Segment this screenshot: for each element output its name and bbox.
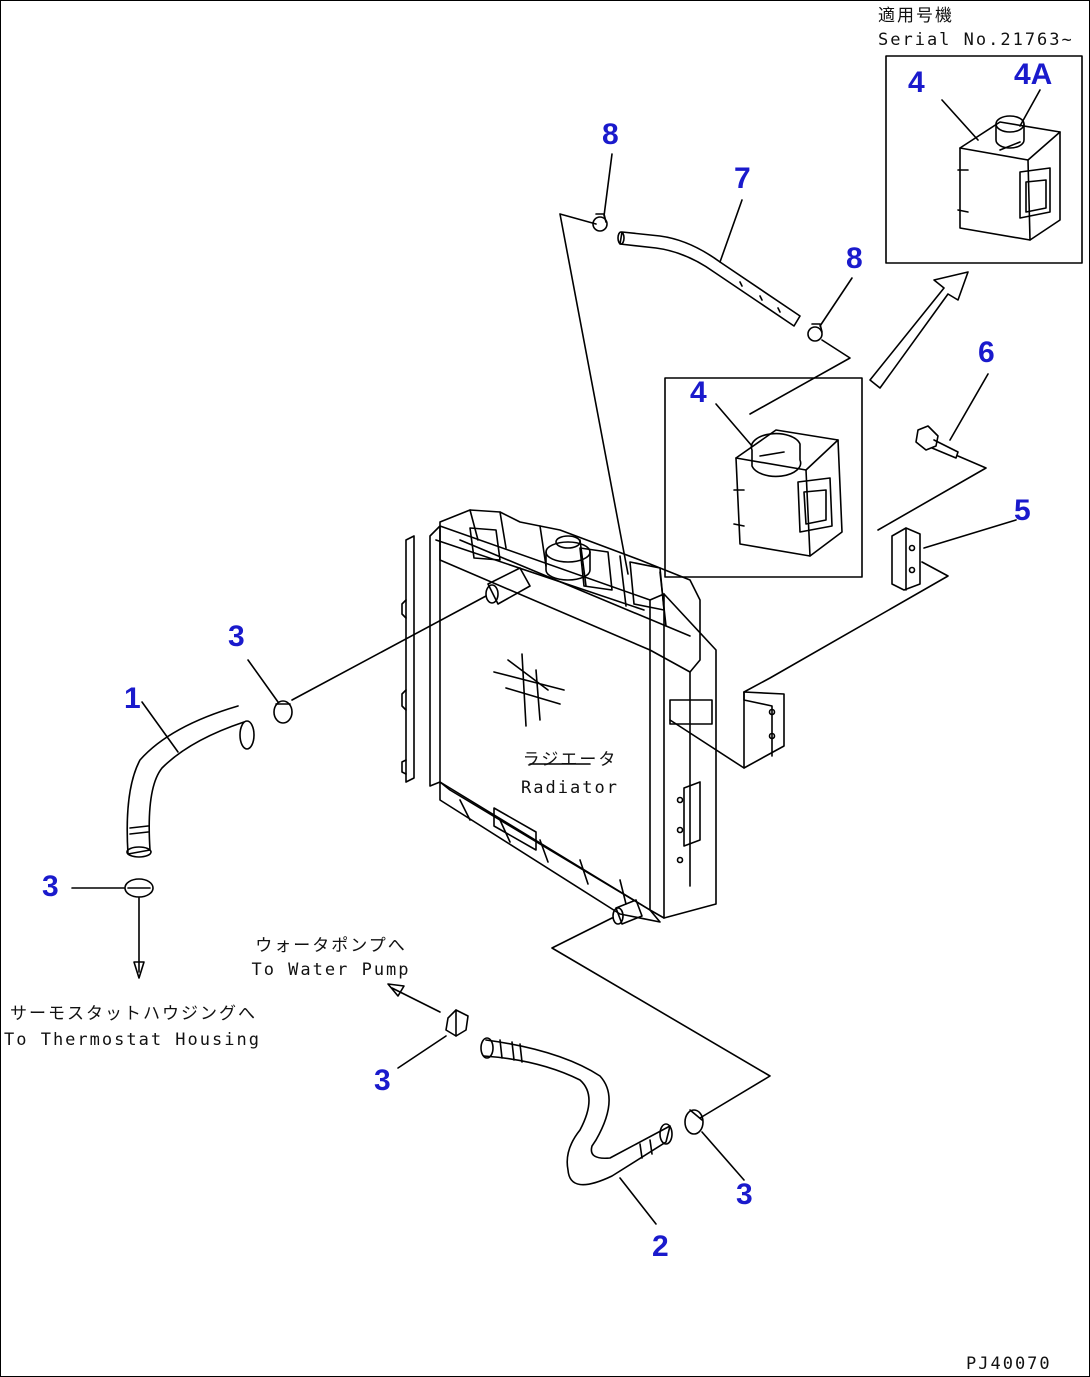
- tank-bracket: [891, 527, 921, 591]
- inset-arrow: [869, 271, 969, 389]
- callout-3-left: 3: [42, 870, 59, 903]
- callout-6: 6: [978, 336, 995, 369]
- leader-1: [141, 701, 179, 753]
- leader-4-mid: [715, 403, 753, 447]
- hose-clamp-8-bottom: [807, 323, 823, 342]
- callout-7: 7: [734, 162, 751, 195]
- phantom-line-bracket: [743, 561, 949, 693]
- overflow-hose: [617, 231, 801, 327]
- leader-3-pump: [397, 1035, 447, 1069]
- lower-hose: [480, 1037, 673, 1186]
- hose-clamp-8-top: [592, 213, 608, 232]
- thermostat-note-jp: サーモスタットハウジングへ: [10, 1004, 257, 1024]
- inset-box-tank: [664, 377, 863, 578]
- radiator-label-jp: ラジエータ: [522, 750, 618, 770]
- radiator: [401, 509, 785, 925]
- callout-8-top: 8: [602, 118, 619, 151]
- callout-4a: 4A: [1014, 58, 1053, 91]
- reservoir-tank: [733, 429, 843, 557]
- leader-8-top: [603, 153, 613, 217]
- callout-4-mid: 4: [690, 376, 707, 409]
- leader-6: [949, 373, 989, 441]
- leader-3-upper: [247, 659, 279, 703]
- inset-box-serial: [885, 55, 1083, 264]
- leader-4a: [1019, 89, 1041, 127]
- leader-5: [923, 519, 1017, 549]
- leader-3-lower-right: [701, 1131, 745, 1181]
- hose-clamp-3-upper: [273, 700, 293, 724]
- hose-clamp-3-lower-right: [684, 1109, 704, 1135]
- callout-3-pump: 3: [374, 1064, 391, 1097]
- water-pump-note-en: To Water Pump: [251, 960, 411, 980]
- mounting-bolt: [915, 425, 959, 459]
- phantom-line-upper: [291, 595, 487, 701]
- phantom-line-hose-radiator: [559, 213, 629, 575]
- callout-8-bottom: 8: [846, 242, 863, 275]
- phantom-line-hose-tank: [749, 339, 851, 415]
- reservoir-tank-new: [957, 115, 1061, 241]
- leader-8-bottom: [819, 277, 853, 327]
- leader-2: [619, 1177, 657, 1225]
- callout-4-inset: 4: [908, 66, 925, 99]
- hose-clamp-3-pump: [445, 1009, 469, 1037]
- radiator-label-en: Radiator: [521, 778, 619, 798]
- upper-hose: [126, 705, 255, 858]
- leader-4-inset: [941, 99, 979, 141]
- hose-clamp-3-lower-left: [124, 878, 154, 898]
- callout-3-upper: 3: [228, 620, 245, 653]
- water-pump-note-jp: ウォータポンプへ: [255, 936, 407, 956]
- thermostat-note-en: To Thermostat Housing: [4, 1030, 261, 1050]
- drawing-code: PJ40070: [966, 1354, 1052, 1374]
- thermostat-arrow: [133, 897, 145, 979]
- serial-note-jp: 適用号機: [878, 6, 954, 26]
- serial-note-en: Serial No.21763~: [878, 30, 1074, 50]
- water-pump-arrow: [387, 983, 441, 1013]
- callout-5: 5: [1014, 494, 1031, 527]
- callout-1: 1: [124, 682, 141, 715]
- callout-2: 2: [652, 1230, 669, 1263]
- phantom-line-lower: [551, 917, 771, 1119]
- leader-7: [719, 199, 743, 263]
- phantom-line-bolt: [877, 455, 987, 531]
- callout-3-right: 3: [736, 1178, 753, 1211]
